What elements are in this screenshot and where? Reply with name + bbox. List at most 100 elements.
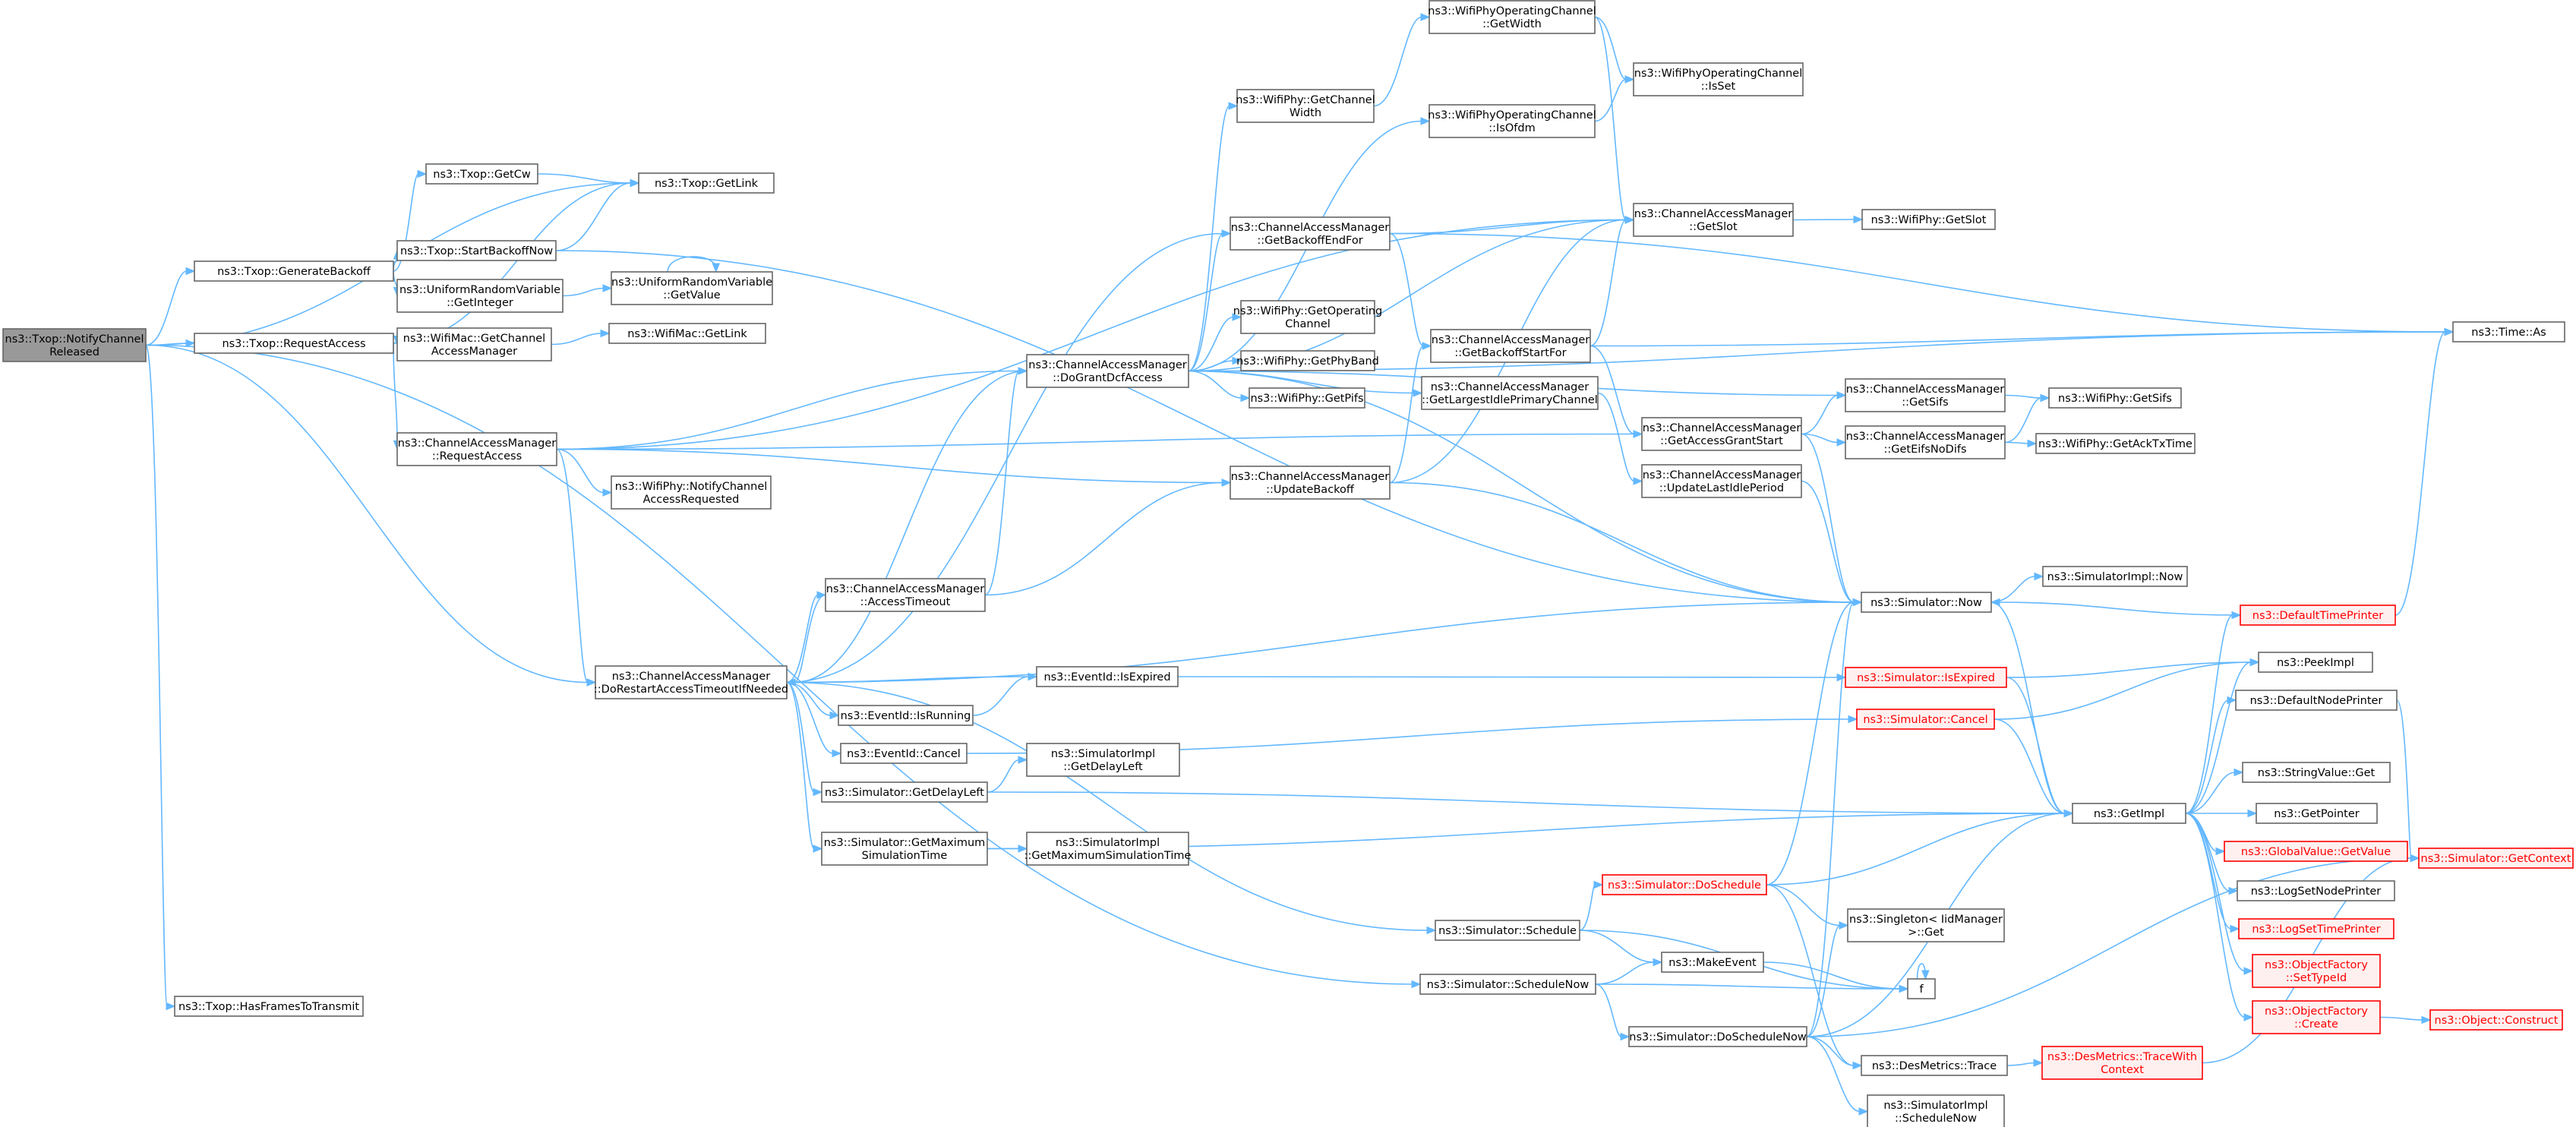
arrowhead-icon <box>1422 342 1432 350</box>
node-sim-schedule[interactable]: ns3::Simulator::Schedule <box>1435 920 1580 941</box>
node-phy-get-pifs[interactable]: ns3::WifiPhy::GetPifs <box>1249 387 1365 409</box>
edge-line <box>2185 614 2233 814</box>
node-op-is-ofdm[interactable]: ns3::WifiPhyOperatingChannel::IsOfdm <box>1428 104 1596 138</box>
node-event-cancel[interactable]: ns3::EventId::Cancel <box>840 743 968 764</box>
node-cam-do-restart[interactable]: ns3::ChannelAccessManager::DoRestartAcce… <box>594 665 788 699</box>
node-singleton-get[interactable]: ns3::Singleton< IidManager>::Get <box>1847 908 2005 942</box>
node-obj-factory-set-type-id[interactable]: ns3::ObjectFactory::SetTypeId <box>2252 954 2381 988</box>
node-sim-impl-schedule-now[interactable]: ns3::SimulatorImpl::ScheduleNow <box>1867 1094 2005 1127</box>
node-get-pointer[interactable]: ns3::GetPointer <box>2256 803 2378 824</box>
node-global-value-get-value[interactable]: ns3::GlobalValue::GetValue <box>2224 841 2408 862</box>
node-make-event[interactable]: ns3::MakeEvent <box>1661 952 1764 973</box>
node-sim-do-schedule-now[interactable]: ns3::Simulator::DoScheduleNow <box>1628 1026 1807 1047</box>
node-op-is-set[interactable]: ns3::WifiPhyOperatingChannel::IsSet <box>1633 62 1804 96</box>
node-sim-is-expired[interactable]: ns3::Simulator::IsExpired <box>1845 667 2007 688</box>
node-sim-impl-get-max-sim-time[interactable]: ns3::SimulatorImpl::GetMaximumSimulation… <box>1024 832 1192 866</box>
node-urv-get-value[interactable]: ns3::UniformRandomVariable::GetValue <box>611 271 773 305</box>
node-box <box>2041 1046 2203 1080</box>
arrowhead-icon <box>2421 1015 2432 1024</box>
node-label: ns3::Simulator::IsExpired <box>1857 672 1995 684</box>
node-cam-get-slot[interactable]: ns3::ChannelAccessManager::GetSlot <box>1633 203 1794 237</box>
node-object-construct[interactable]: ns3::Object::Construct <box>2429 1009 2563 1031</box>
node-default-time-printer[interactable]: ns3::DefaultTimePrinter <box>2240 605 2396 626</box>
node-start-backoff[interactable]: ns3::Txop::StartBackoffNow <box>396 240 557 261</box>
node-phy-notify-req[interactable]: ns3::WifiPhy::NotifyChannelAccessRequest… <box>611 475 772 510</box>
arrowhead-icon <box>1858 1107 1869 1116</box>
node-string-value-get[interactable]: ns3::StringValue::Get <box>2242 762 2391 783</box>
arrowhead-icon <box>1921 970 1930 980</box>
node-urv-get-integer[interactable]: ns3::UniformRandomVariable::GetInteger <box>396 279 564 313</box>
node-f[interactable]: f <box>1907 978 1936 999</box>
node-sim-get-delay-left[interactable]: ns3::Simulator::GetDelayLeft <box>821 781 988 803</box>
node-label: ::GetBackoffEndFor <box>1257 235 1362 247</box>
node-mac-get-link[interactable]: ns3::WifiMac::GetLink <box>608 323 766 344</box>
node-cam-get-access-grant-start[interactable]: ns3::ChannelAccessManager::GetAccessGran… <box>1641 417 1802 451</box>
node-sim-impl-now[interactable]: ns3::SimulatorImpl::Now <box>2042 566 2188 587</box>
arrowhead-icon <box>1420 13 1431 21</box>
node-cam-get-backoff-start-for[interactable]: ns3::ChannelAccessManager::GetBackoffSta… <box>1430 329 1591 363</box>
node-cam-update-last-idle[interactable]: ns3::ChannelAccessManager::UpdateLastIdl… <box>1641 464 1802 498</box>
node-op-get-width[interactable]: ns3::WifiPhyOperatingChannel::GetWidth <box>1428 0 1596 34</box>
node-event-is-running[interactable]: ns3::EventId::IsRunning <box>838 705 974 726</box>
node-box <box>840 743 968 764</box>
node-phy-get-slot[interactable]: ns3::WifiPhy::GetSlot <box>1861 209 1996 230</box>
edge-line <box>2004 441 2029 444</box>
node-cam-do-grant[interactable]: ns3::ChannelAccessManager::DoGrantDcfAcc… <box>1026 354 1189 388</box>
edge-sim-do-schedule-now-to-singleton-get <box>1806 921 1849 1037</box>
arrowhead-icon <box>1221 229 1232 238</box>
edge-line <box>1806 601 1855 1037</box>
node-des-metrics-trace[interactable]: ns3::DesMetrics::Trace <box>1861 1055 2008 1076</box>
node-cam-get-sifs[interactable]: ns3::ChannelAccessManager::GetSifs <box>1845 378 2006 412</box>
node-event-is-expired[interactable]: ns3::EventId::IsExpired <box>1036 666 1179 687</box>
node-cam-update-backoff[interactable]: ns3::ChannelAccessManager::UpdateBackoff <box>1230 466 1391 500</box>
node-default-node-printer[interactable]: ns3::DefaultNodePrinter <box>2235 690 2398 711</box>
arrowhead-icon <box>1836 391 1847 399</box>
node-get-link[interactable]: ns3::Txop::GetLink <box>638 172 775 194</box>
node-sim-cancel[interactable]: ns3::Simulator::Cancel <box>1856 709 1995 730</box>
node-box <box>1026 354 1189 388</box>
node-label: ::GetAccessGrantStart <box>1660 435 1783 447</box>
node-get-impl[interactable]: ns3::GetImpl <box>2072 803 2186 824</box>
node-label: ::GetMaximumSimulationTime <box>1024 850 1192 862</box>
edge-line <box>555 250 1855 603</box>
node-request-access[interactable]: ns3::Txop::RequestAccess <box>194 333 394 354</box>
node-cam-access-timeout[interactable]: ns3::ChannelAccessManager::AccessTimeout <box>825 578 986 612</box>
node-label: ns3::Simulator::ScheduleNow <box>1427 979 1589 991</box>
node-sim-get-max-sim-time[interactable]: ns3::Simulator::GetMaximumSimulationTime <box>821 832 988 866</box>
node-obj-factory-create[interactable]: ns3::ObjectFactory::Create <box>2252 1000 2381 1034</box>
node-cam-get-largest-idle[interactable]: ns3::ChannelAccessManager::GetLargestIdl… <box>1421 376 1599 410</box>
node-cam-request-access[interactable]: ns3::ChannelAccessManager::RequestAccess <box>396 432 557 466</box>
node-sim-do-schedule[interactable]: ns3::Simulator::DoSchedule <box>1602 874 1767 895</box>
node-phy-get-sifs[interactable]: ns3::WifiPhy::GetSifs <box>2048 387 2182 409</box>
node-log-set-time-printer[interactable]: ns3::LogSetTimePrinter <box>2238 918 2394 939</box>
node-sim-now[interactable]: ns3::Simulator::Now <box>1861 592 1992 613</box>
node-log-set-node-printer[interactable]: ns3::LogSetNodePrinter <box>2237 880 2395 901</box>
node-peek-impl[interactable]: ns3::PeekImpl <box>2258 652 2373 673</box>
edge-line <box>551 333 602 346</box>
node-cam-get-eifs-no-difs[interactable]: ns3::ChannelAccessManager::GetEifsNoDifs <box>1845 425 2006 459</box>
node-sim-impl-get-delay-left[interactable]: ns3::SimulatorImpl::GetDelayLeft <box>1026 743 1180 777</box>
edge-line <box>556 448 589 683</box>
node-phy-get-phy-band[interactable]: ns3::WifiPhy::GetPhyBand <box>1236 350 1379 371</box>
node-gen-backoff[interactable]: ns3::Txop::GenerateBackoff <box>194 260 394 282</box>
node-label: ns3::WifiPhy::GetAckTxTime <box>2038 438 2192 450</box>
arrowhead-icon <box>813 788 823 797</box>
node-time-as[interactable]: ns3::Time::As <box>2452 321 2565 343</box>
node-get-cw[interactable]: ns3::Txop::GetCw <box>425 163 538 185</box>
node-sim-schedule-now[interactable]: ns3::Simulator::ScheduleNow <box>1419 974 1596 995</box>
node-cam-get-backoff-end-for[interactable]: ns3::ChannelAccessManager::GetBackoffEnd… <box>1230 216 1391 251</box>
node-label: ns3::WifiPhy::GetPhyBand <box>1236 355 1379 368</box>
node-has-frames[interactable]: ns3::Txop::HasFramesToTransmit <box>174 996 364 1017</box>
node-sim-get-context[interactable]: ns3::Simulator::GetContext <box>2418 848 2574 869</box>
arrowhead-icon <box>2215 847 2226 856</box>
edge-sim-do-schedule-now-to-sim-impl-schedule-now <box>1806 1036 1869 1116</box>
edge-line <box>1597 392 1635 482</box>
edge-line <box>1801 433 1839 444</box>
node-label: ns3::Txop::GetCw <box>433 169 531 181</box>
node-phy-get-ack-tx-time[interactable]: ns3::WifiPhy::GetAckTxTime <box>2035 433 2196 454</box>
